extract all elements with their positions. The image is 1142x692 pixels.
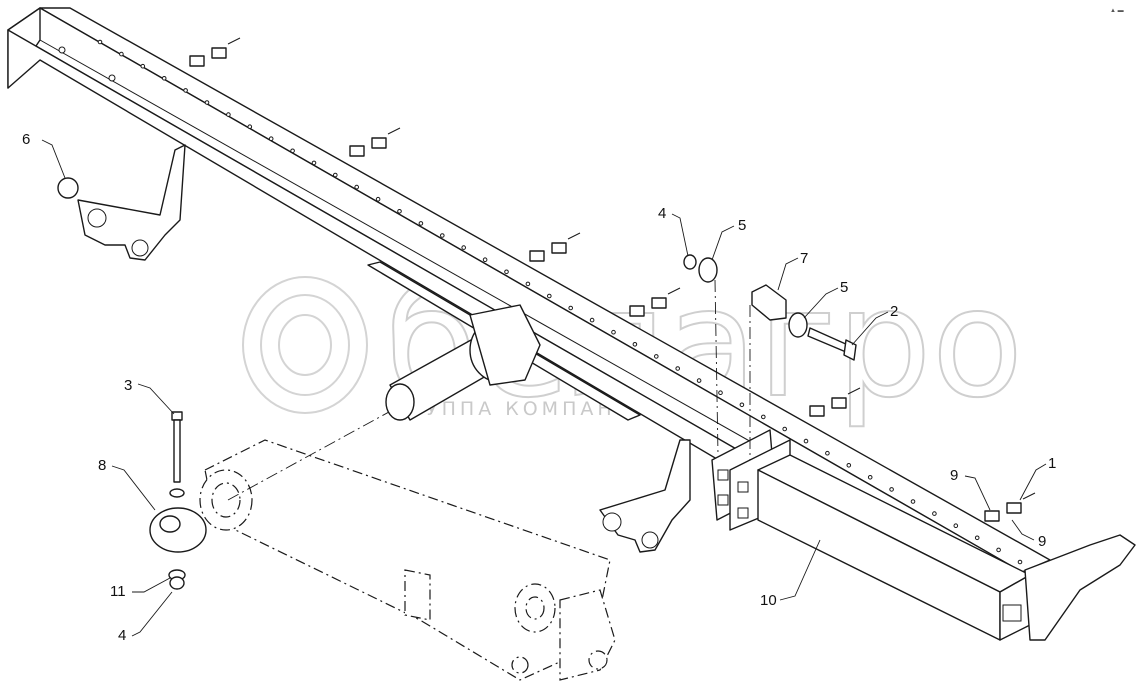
callout-9-upper: 9: [950, 467, 958, 484]
beam-hole: [204, 100, 210, 105]
beam-hole: [397, 209, 402, 214]
beam-hole: [290, 148, 295, 154]
beam-hole: [440, 233, 445, 238]
beam-hole-row: [97, 39, 1023, 565]
leader-lines: [41, 139, 1047, 637]
callout-7: 7: [800, 250, 808, 267]
callout-5-lower: 5: [840, 279, 848, 296]
beam-hole: [782, 426, 788, 432]
beam-hole: [889, 487, 894, 492]
beam-hole: [761, 414, 766, 420]
callout-3: 3: [124, 377, 132, 394]
beam-hole: [803, 438, 809, 444]
callout-9-lower: 9: [1038, 533, 1046, 550]
beam-hole: [568, 305, 574, 311]
beam-hole: [825, 450, 830, 456]
beam-hole: [482, 257, 488, 263]
beam-hole: [247, 124, 253, 129]
beam-hole: [461, 245, 467, 250]
beam-hole: [140, 63, 146, 69]
pivot-shaft: [385, 304, 541, 421]
beam-hole: [910, 499, 916, 504]
callout-4-lower: 4: [118, 627, 126, 644]
beam-hole: [739, 402, 745, 408]
beam-hole: [333, 172, 338, 178]
callout-11: 11: [110, 583, 126, 600]
beam-hole: [718, 390, 723, 396]
beam-hole: [632, 342, 638, 347]
bolt-washer-lower: [788, 312, 857, 361]
beam-hole: [953, 523, 959, 529]
beam-hole: [996, 547, 1001, 553]
callout-10: 10: [760, 592, 777, 609]
beam-hole: [696, 378, 702, 383]
beam-hole: [183, 88, 188, 93]
beam-hole: [119, 51, 124, 57]
beam-hole: [354, 184, 360, 190]
beam-hole: [654, 354, 659, 359]
beam-hole: [525, 281, 531, 287]
beam-hole: [547, 293, 552, 299]
beam-hole: [161, 76, 167, 81]
clamp-group: [809, 387, 861, 417]
beam-hole: [974, 535, 980, 541]
left-bracket: [77, 144, 186, 261]
clamp-group: [984, 492, 1036, 522]
callout-4-upper: 4: [658, 205, 666, 222]
right-bracket: [599, 439, 691, 553]
callout-1: 1: [1048, 455, 1056, 472]
beam-hole: [375, 196, 381, 202]
nut-washer-upper: [683, 254, 719, 456]
watermark-tagline: ГРУППА КОМПАНИЙ: [395, 397, 652, 420]
callout-2: 2: [890, 303, 898, 320]
beam-hole: [504, 269, 509, 275]
spacer-block-part-7: [749, 284, 787, 460]
beam-hole: [311, 160, 317, 166]
beam-hole: [611, 329, 616, 335]
beam-hole: [589, 317, 595, 323]
beam-hole: [97, 39, 103, 45]
beam-hole: [867, 475, 873, 480]
beam-hole: [932, 511, 937, 516]
beam-hole: [226, 112, 231, 117]
vertical-bolt-assembly: [149, 411, 207, 590]
beam-hole: [846, 463, 852, 468]
corner-mark: ▲ ▬: [1110, 8, 1124, 14]
clamp-group: [529, 232, 581, 262]
clamp-group: [189, 37, 241, 67]
beam-hole: [418, 221, 424, 226]
beam-hole: [1017, 559, 1023, 565]
callout-8: 8: [98, 457, 106, 474]
callout-5-upper: 5: [738, 217, 746, 234]
callout-6: 6: [22, 131, 30, 148]
beam-hole: [268, 136, 274, 141]
clamp-pairs: [189, 37, 1036, 522]
clamp-group: [349, 127, 401, 157]
beam-hole: [675, 366, 681, 371]
bushing-part-6: [57, 177, 79, 199]
clamp-group: [629, 287, 681, 317]
callout-labels: 6 4 5 7 5 2 3 8 11 4 9 1 9 10: [22, 131, 1056, 644]
drawbar: [757, 454, 1136, 641]
pivot-arm-hidden: [199, 439, 616, 681]
